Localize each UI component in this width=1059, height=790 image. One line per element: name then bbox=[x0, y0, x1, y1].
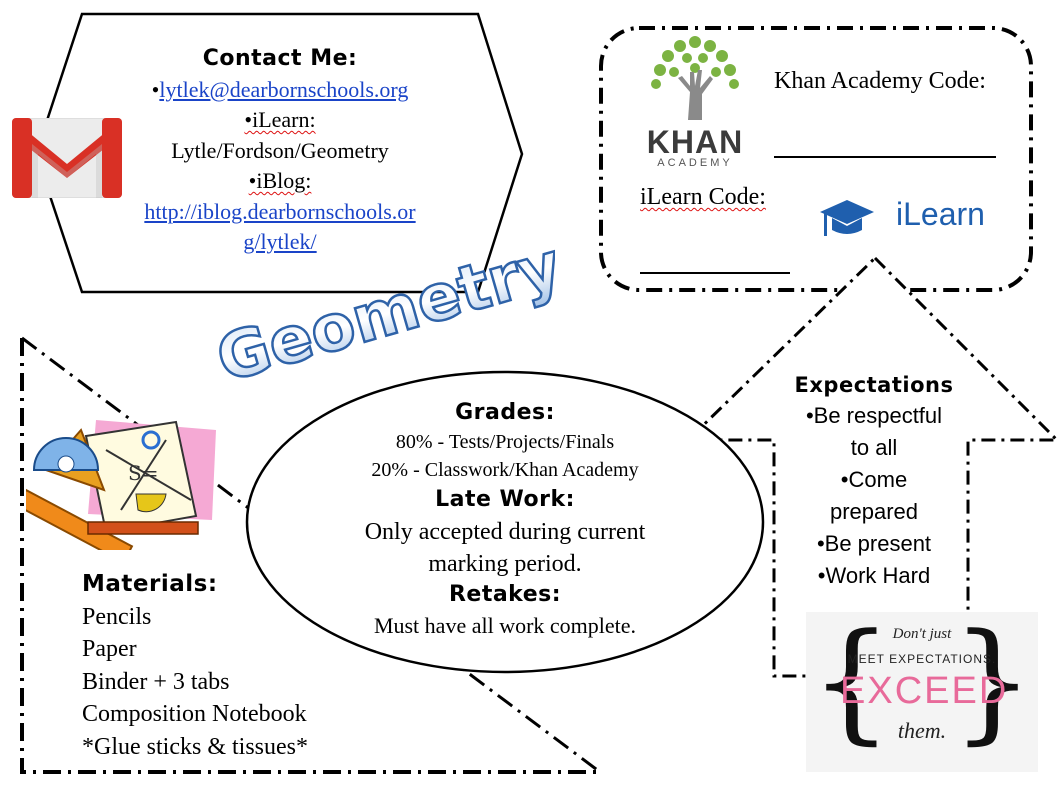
geometry-tools-clipart: S= bbox=[16, 410, 226, 564]
quote-line4: them. bbox=[897, 718, 947, 743]
quote-line1: Don't just bbox=[892, 626, 952, 642]
email-line: •lytlek@dearbornschools.org bbox=[151, 76, 409, 102]
retakes-heading: Retakes: bbox=[448, 582, 562, 607]
geometry-title: Geometry bbox=[208, 227, 571, 405]
geometry-title-text: Geometry bbox=[215, 230, 555, 397]
khan-academy-logo: KHAN ACADEMY bbox=[640, 32, 750, 170]
retakes-line: Must have all work complete. bbox=[373, 613, 637, 638]
email-link[interactable]: lytlek@dearbornschools.org bbox=[159, 76, 409, 102]
iblog-label: •iBlog: bbox=[248, 168, 312, 193]
materials-item: Binder + 3 tabs bbox=[82, 668, 230, 695]
late-work-line1: Only accepted during current bbox=[364, 519, 646, 545]
khan-tree-icon bbox=[651, 36, 739, 120]
left-brace-icon: { bbox=[810, 605, 893, 757]
ilearn-code-label: iLearn Code: bbox=[640, 184, 766, 210]
graduation-cap-icon bbox=[820, 200, 874, 236]
late-work-line2: marking period. bbox=[428, 551, 582, 577]
right-brace-icon: } bbox=[951, 605, 1034, 757]
iblog-link-part1[interactable]: http://iblog.dearbornschools.or bbox=[144, 198, 416, 224]
ilearn-code-line bbox=[640, 272, 790, 274]
ilearn-label: •iLearn: bbox=[244, 107, 316, 132]
expectations-item: •Be present bbox=[816, 531, 932, 556]
iblog-link-part2[interactable]: g/lytlek/ bbox=[243, 229, 317, 254]
khan-logo-subtext: ACADEMY bbox=[657, 157, 733, 169]
late-work-heading: Late Work: bbox=[435, 487, 575, 512]
grades-line-classwork: 20% - Classwork/Khan Academy bbox=[371, 459, 639, 481]
grades-ellipse bbox=[245, 370, 765, 674]
expectations-item: •Work Hard bbox=[817, 563, 931, 588]
ilearn-logo-text: iLearn bbox=[896, 196, 985, 232]
materials-item: Paper bbox=[82, 636, 137, 662]
materials-item: Pencils bbox=[82, 603, 152, 630]
svg-text:S=: S= bbox=[128, 461, 158, 485]
grades-heading: Grades: bbox=[455, 400, 555, 425]
quote-line2: MEET EXPECTATIONS. bbox=[847, 652, 997, 666]
materials-heading: Materials: bbox=[82, 571, 218, 597]
materials-triangle bbox=[20, 338, 600, 774]
codes-box bbox=[599, 26, 1033, 292]
khan-logo-text: KHAN bbox=[646, 124, 744, 160]
contact-heading: Contact Me: bbox=[202, 46, 358, 71]
exceed-quote-image: { } Don't just MEET EXPECTATIONS. EXCEED… bbox=[806, 612, 1038, 772]
ilearn-logo bbox=[818, 196, 876, 251]
khan-code-label: Khan Academy Code: bbox=[774, 68, 986, 94]
quote-line3: EXCEED bbox=[840, 670, 1009, 712]
ilearn-path: Lytle/Fordson/Geometry bbox=[171, 137, 389, 163]
khan-code-line bbox=[774, 156, 996, 158]
expectations-heading: Expectations bbox=[794, 373, 954, 397]
contact-block: Contact Me: •lytlek@dearbornschools.org … bbox=[90, 44, 470, 258]
expectations-item: •Be respectful bbox=[805, 403, 943, 428]
expectations-item: prepared bbox=[829, 499, 919, 524]
expectations-item: •Come bbox=[840, 467, 908, 492]
materials-block: Materials: Pencils Paper Binder + 3 tabs… bbox=[82, 568, 308, 763]
expectations-block: Expectations •Be respectful to all •Come… bbox=[776, 370, 972, 592]
expectations-item: to all bbox=[850, 435, 898, 460]
materials-item: *Glue sticks & tissues* bbox=[82, 733, 308, 760]
grades-line-tests: 80% - Tests/Projects/Finals bbox=[395, 431, 615, 453]
materials-item: Composition Notebook bbox=[82, 701, 307, 727]
grades-block: Grades: 80% - Tests/Projects/Finals 20% … bbox=[300, 398, 710, 642]
